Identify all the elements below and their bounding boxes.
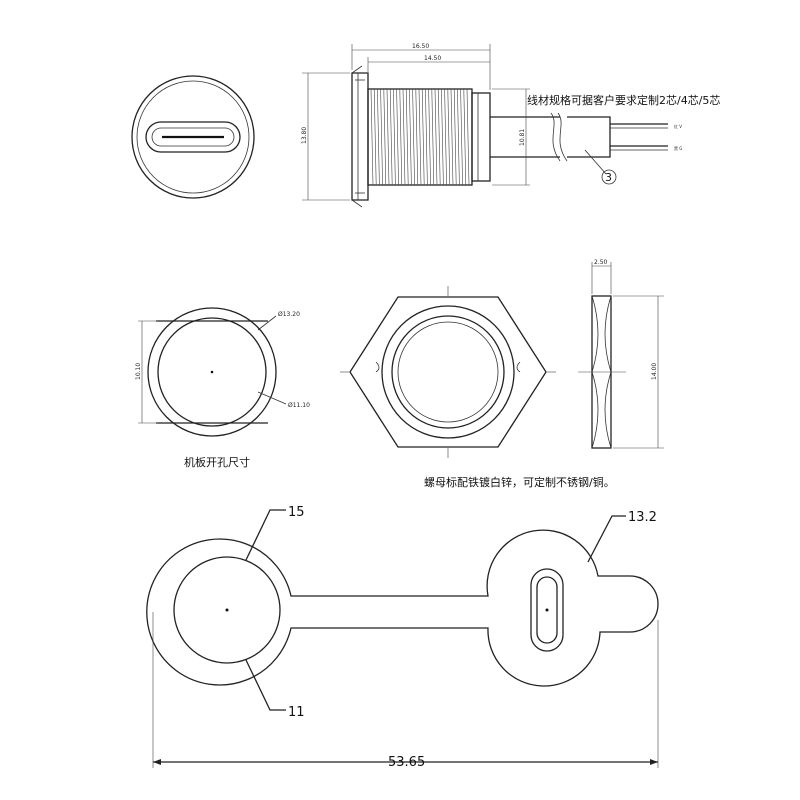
thread-line [428,88,431,186]
dim-cap-total-length: 53.65 [388,755,425,770]
thread-line [399,88,403,186]
thread-line [431,88,435,186]
thread-line [393,88,396,186]
dim-thread-diameter: 10.81 [519,129,526,146]
thread-line [460,88,463,186]
dim-inner-diameter: Ø11.10 [288,402,310,409]
thread-line [370,88,374,186]
thread-line [412,88,415,186]
thread-line [437,88,441,186]
dim-cutout-height: 10.10 [135,363,142,380]
thread-line [466,88,470,186]
wire-label-black: 黑 G [674,146,682,151]
hex-nut-view: 螺母标配铁镀白锌，可定制不锈钢/铜。 [340,286,615,489]
label-right-13-2: 13.2 [628,510,657,525]
thread-line [383,88,387,186]
cable-note: 线材规格可据客户要求定制2芯/4芯/5芯 [527,93,720,107]
thread-line [434,88,438,186]
thread-line [405,88,409,186]
thread-line [377,88,380,186]
thread-line [415,88,419,186]
thread-line [450,88,454,186]
thread-lines [370,88,470,186]
dim-total-length: 16.50 [412,43,429,50]
thread-line [441,88,444,186]
thread-line [418,88,422,186]
thread-line [396,88,399,186]
dim-thread-length: 14.50 [424,55,441,62]
wire-label-red: 红 V [674,123,682,129]
panel-cutout-view: 10.10 Ø13.20 Ø11.10 机板开孔尺寸 [135,307,310,469]
thread-line [409,88,412,186]
front-view [131,75,255,199]
thread-line [380,88,383,186]
thread-line [457,88,460,186]
label-inner-11: 11 [288,705,305,720]
thread-line [425,88,428,186]
dim-nut-height: 14.00 [651,363,658,380]
nut-side-view: 2.50 14.00 [578,259,664,449]
thread-line [444,88,447,186]
dim-outer-diameter: Ø13.20 [278,311,300,318]
dust-cap-view: 15 11 13.2 53.65 [146,505,659,770]
thread-line [447,88,451,186]
thread-line [463,88,467,186]
dim-flange-height: 13.80 [301,127,308,144]
label-outer-15: 15 [288,505,305,520]
thread-line [421,88,425,186]
nut-caption: 螺母标配铁镀白锌，可定制不锈钢/铜。 [424,475,615,489]
cutout-caption: 机板开孔尺寸 [184,455,250,469]
side-view: 红 V 黑 G 16.50 14.50 13.80 10.81 线材规格可据客户… [301,43,720,208]
thread-line [373,88,377,186]
balloon-3: 3 [605,171,612,184]
thread-line [402,88,406,186]
dim-nut-thickness: 2.50 [594,259,608,266]
thread-line [386,88,390,186]
thread-line [389,88,393,186]
thread-line [453,88,457,186]
